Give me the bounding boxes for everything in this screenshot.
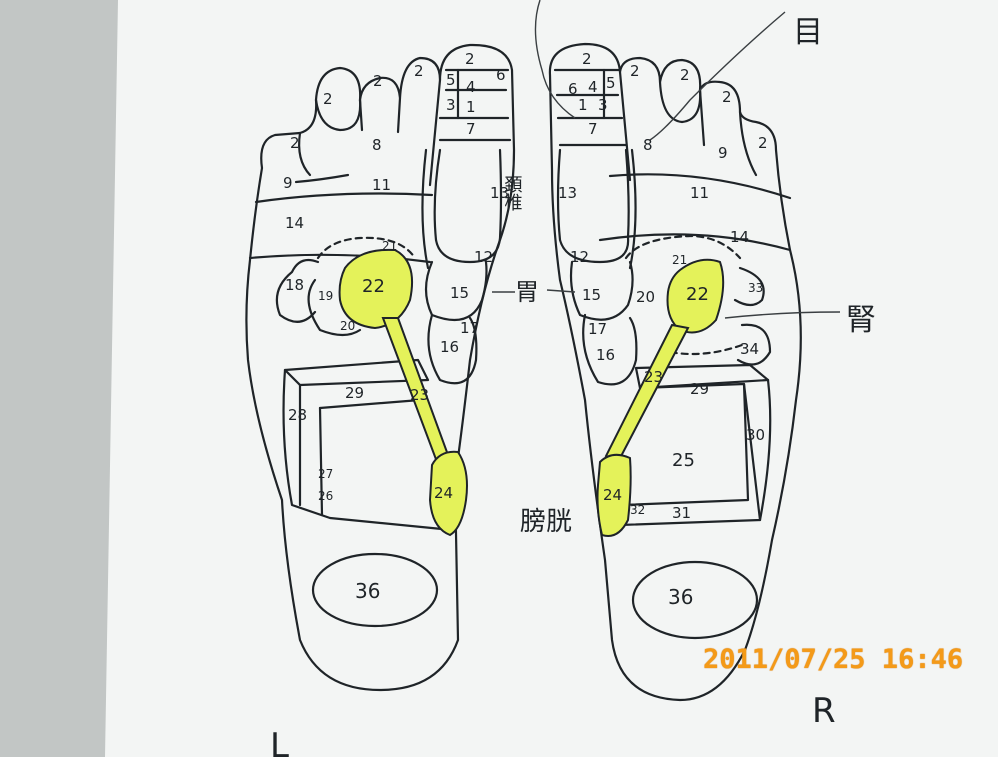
zone-5: 5 <box>446 71 456 89</box>
zone-31: 31 <box>672 504 691 522</box>
zone-36: 36 <box>355 579 380 603</box>
zone-22: 22 <box>686 284 709 305</box>
date-time-stamp: 2011/07/25 16:46 <box>703 644 963 675</box>
zone-21: 21 <box>382 239 397 253</box>
zone-25: 25 <box>672 450 695 471</box>
zone-8: 8 <box>643 136 653 154</box>
zone-2: 2 <box>323 90 333 108</box>
zone-29: 29 <box>690 380 709 398</box>
zone-24: 24 <box>434 484 453 502</box>
zone-8: 8 <box>372 136 382 154</box>
zone-20: 20 <box>340 319 355 333</box>
zone-9: 9 <box>718 144 728 162</box>
zone-13: 13 <box>558 184 577 202</box>
zone-2: 2 <box>465 50 475 68</box>
zone-2: 2 <box>722 88 732 106</box>
zone-11: 11 <box>372 176 391 194</box>
zone-32: 32 <box>630 503 645 517</box>
zone-12: 12 <box>474 248 493 266</box>
zone-15: 15 <box>450 284 469 302</box>
left-foot-label: L <box>270 726 289 757</box>
zone-16: 16 <box>440 338 459 356</box>
zone-6: 6 <box>568 80 578 98</box>
zone-23: 23 <box>644 368 663 386</box>
zone-5: 5 <box>606 74 616 92</box>
zone-34: 34 <box>740 340 759 358</box>
zone-14: 14 <box>730 228 749 246</box>
zone-2: 2 <box>630 62 640 80</box>
zone-9: 9 <box>283 174 293 192</box>
zone-24: 24 <box>603 486 622 504</box>
zone-15: 15 <box>582 286 601 304</box>
zone-1: 1 <box>578 96 588 114</box>
zone-1: 1 <box>466 98 476 116</box>
annotation-stomach: 胃 <box>515 278 539 306</box>
zone-2: 2 <box>414 62 424 80</box>
zone-2: 2 <box>680 66 690 84</box>
right-foot-label: R <box>812 691 836 731</box>
zone-22: 22 <box>362 276 385 297</box>
zone-2: 2 <box>582 50 592 68</box>
annotation-spine: 頚椎 <box>502 175 523 211</box>
zone-17: 17 <box>588 320 607 338</box>
zone-2: 2 <box>373 72 383 90</box>
zone-7: 7 <box>466 120 476 138</box>
zone-27: 27 <box>318 467 333 481</box>
zone-28: 28 <box>288 406 307 424</box>
annotation-bladder: 膀胱 <box>520 507 572 537</box>
zone-11: 11 <box>690 184 709 202</box>
zone-4: 4 <box>588 78 598 96</box>
zone-2: 2 <box>290 134 300 152</box>
zone-21: 21 <box>672 253 687 267</box>
zone-30: 30 <box>746 426 765 444</box>
zone-4: 4 <box>466 78 476 96</box>
zone-23: 23 <box>410 386 429 404</box>
zone-7: 7 <box>588 120 598 138</box>
zone-36: 36 <box>668 585 693 609</box>
zone-16: 16 <box>596 346 615 364</box>
annotation-kidney: 腎 <box>846 303 876 338</box>
zone-17: 17 <box>460 319 479 337</box>
zone-14: 14 <box>285 214 304 232</box>
zone-3: 3 <box>446 96 456 114</box>
zone-18: 18 <box>285 276 304 294</box>
zone-2: 2 <box>758 134 768 152</box>
zone-12: 12 <box>570 248 589 266</box>
annotation-eye: 目 <box>793 15 823 50</box>
zone-20: 20 <box>636 288 655 306</box>
zone-26: 26 <box>318 489 333 503</box>
zone-29: 29 <box>345 384 364 402</box>
zone-19: 19 <box>318 289 333 303</box>
zone-3: 3 <box>598 96 608 114</box>
zone-6: 6 <box>496 66 506 84</box>
zone-33: 33 <box>748 281 763 295</box>
